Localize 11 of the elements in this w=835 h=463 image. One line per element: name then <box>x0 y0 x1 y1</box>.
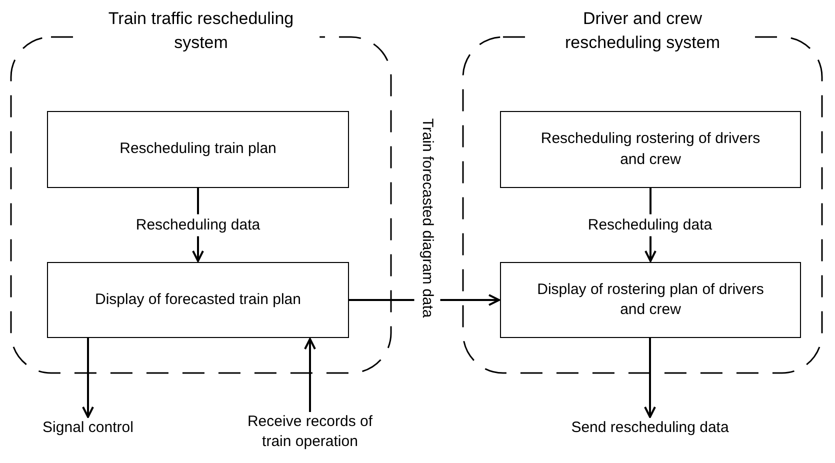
arrow <box>644 338 656 418</box>
process-box: Display of rostering plan of drivers and crew <box>500 262 801 338</box>
process-box: Rescheduling train plan <box>47 111 349 188</box>
process-box: Rescheduling rostering of drivers and crew <box>500 111 801 188</box>
process-box: Display of forecasted train plan <box>47 262 349 338</box>
output-text: Receive records of train operation <box>235 412 385 460</box>
output-text: Send rescheduling data <box>565 418 735 446</box>
edge-label: Train forecasted diagram data <box>414 117 440 319</box>
arrow <box>82 338 94 418</box>
arrow <box>304 338 316 412</box>
output-text: Signal control <box>32 418 144 446</box>
